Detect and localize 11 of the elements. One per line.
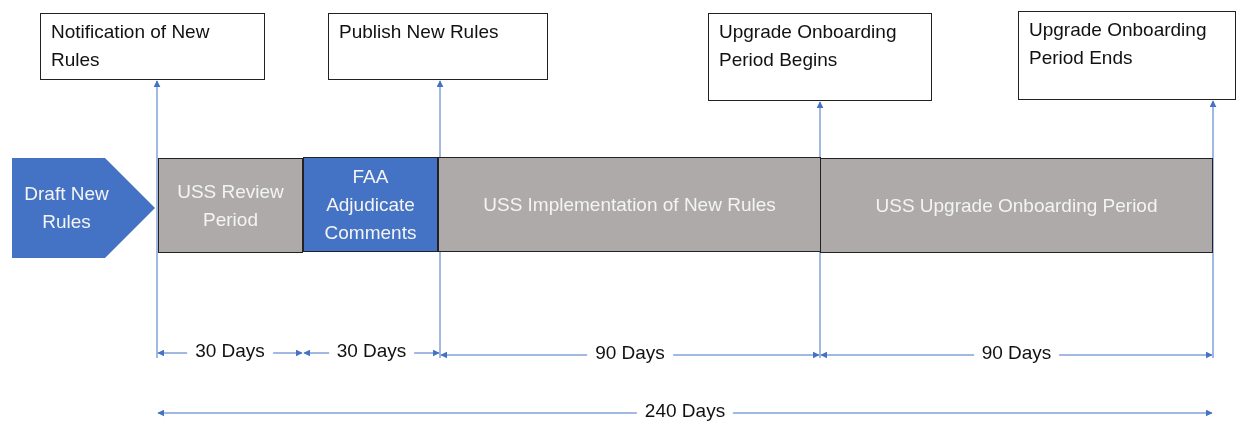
callout-box: Publish New Rules <box>328 13 548 80</box>
phase-bar: USS Upgrade Onboarding Period <box>820 158 1213 253</box>
callout-box: Notification of New Rules <box>40 13 265 80</box>
chevron-arrow: Draft New Rules <box>12 158 155 258</box>
phase-bar: USS Review Period <box>158 158 303 253</box>
phase-bar: FAA Adjudicate Comments <box>303 157 438 252</box>
phase-bar: USS Implementation of New Rules <box>438 157 821 252</box>
callout-box: Upgrade Onboarding Period Ends <box>1018 11 1236 100</box>
leader-line <box>1209 100 1217 359</box>
callout-box: Upgrade Onboarding Period Begins <box>708 13 932 101</box>
leader-line <box>153 80 161 359</box>
